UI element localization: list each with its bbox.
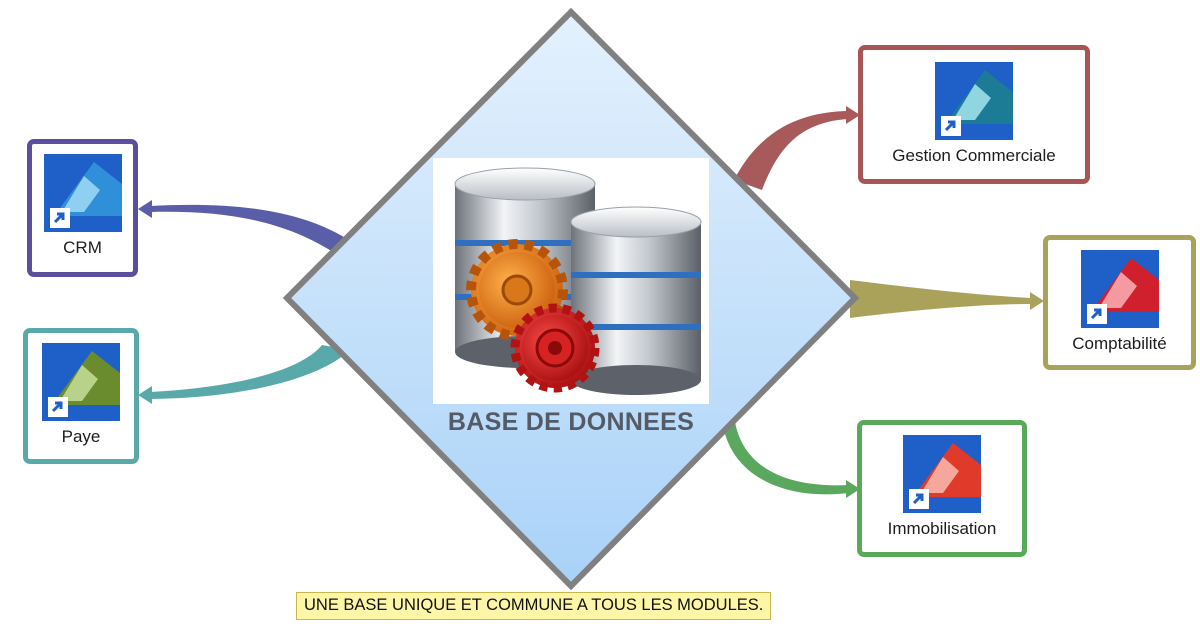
app-shortcut-icon	[903, 435, 981, 513]
red-gear-icon	[510, 303, 600, 393]
connector-crm	[150, 204, 352, 258]
connector-comptabilite	[850, 280, 1032, 318]
app-shortcut-icon	[935, 62, 1013, 140]
app-shortcut-icon	[43, 154, 122, 232]
module-label: Comptabilité	[1072, 334, 1167, 353]
module-comptabilite[interactable]: Comptabilité	[1043, 235, 1196, 370]
module-label: Paye	[61, 427, 101, 446]
database-servers-gears-icon	[454, 167, 702, 395]
module-label: Gestion Commerciale	[892, 146, 1056, 165]
module-label: CRM	[63, 238, 102, 257]
connector-paye	[150, 345, 350, 399]
module-gestion-commerciale[interactable]: Gestion Commerciale	[858, 45, 1090, 184]
arrowhead-crm	[138, 200, 152, 218]
connector-gestion-commerciale	[734, 111, 848, 190]
module-label: Immobilisation	[887, 519, 997, 538]
database-illustration	[433, 158, 709, 404]
app-shortcut-icon	[1080, 250, 1159, 328]
module-paye[interactable]: Paye	[23, 328, 139, 464]
module-crm[interactable]: CRM	[27, 139, 138, 277]
caption-note: UNE BASE UNIQUE ET COMMUNE A TOUS LES MO…	[296, 592, 772, 620]
arrowhead-gestion-commerciale	[846, 106, 860, 124]
database-title: BASE DE DONNEES	[447, 408, 695, 436]
arrowhead-paye	[138, 386, 152, 404]
arrowhead-immobilisation	[846, 480, 860, 498]
arrowhead-comptabilite	[1030, 292, 1044, 310]
module-immobilisation[interactable]: Immobilisation	[857, 420, 1027, 557]
app-shortcut-icon	[42, 343, 120, 421]
